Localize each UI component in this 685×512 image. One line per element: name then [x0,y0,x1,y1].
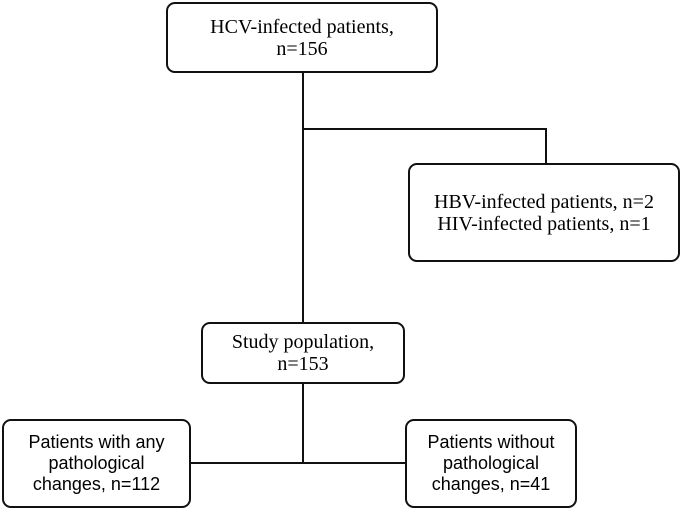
pathological-changes-box: Patients with any pathological changes, … [2,419,191,508]
exclusion-box-line-2: HIV-infected patients, n=1 [437,212,651,235]
with-changes-line-2: pathological [48,453,145,473]
study-box-line-2: n=153 [277,353,329,375]
excluded-patients-box: HBV-infected patients, n=2 HIV-infected … [408,163,680,262]
with-changes-line-1: Patients with any [28,432,165,452]
hcv-box-line-2: n=156 [276,37,328,60]
without-changes-line-1: Patients without [427,432,555,452]
no-pathological-changes-box: Patients without pathological changes, n… [405,419,577,508]
without-changes-line-3: changes, n=41 [431,474,551,494]
hcv-patients-box: HCV-infected patients, n=156 [166,2,438,73]
hcv-box-line-1: HCV-infected patients, [210,15,394,38]
study-box-line-1: Study population, [231,331,375,353]
exclusion-box-line-1: HBV-infected patients, n=2 [434,190,654,213]
study-population-box: Study population, n=153 [201,322,405,384]
without-changes-line-2: pathological [442,453,540,473]
with-changes-line-3: changes, n=112 [32,474,161,494]
